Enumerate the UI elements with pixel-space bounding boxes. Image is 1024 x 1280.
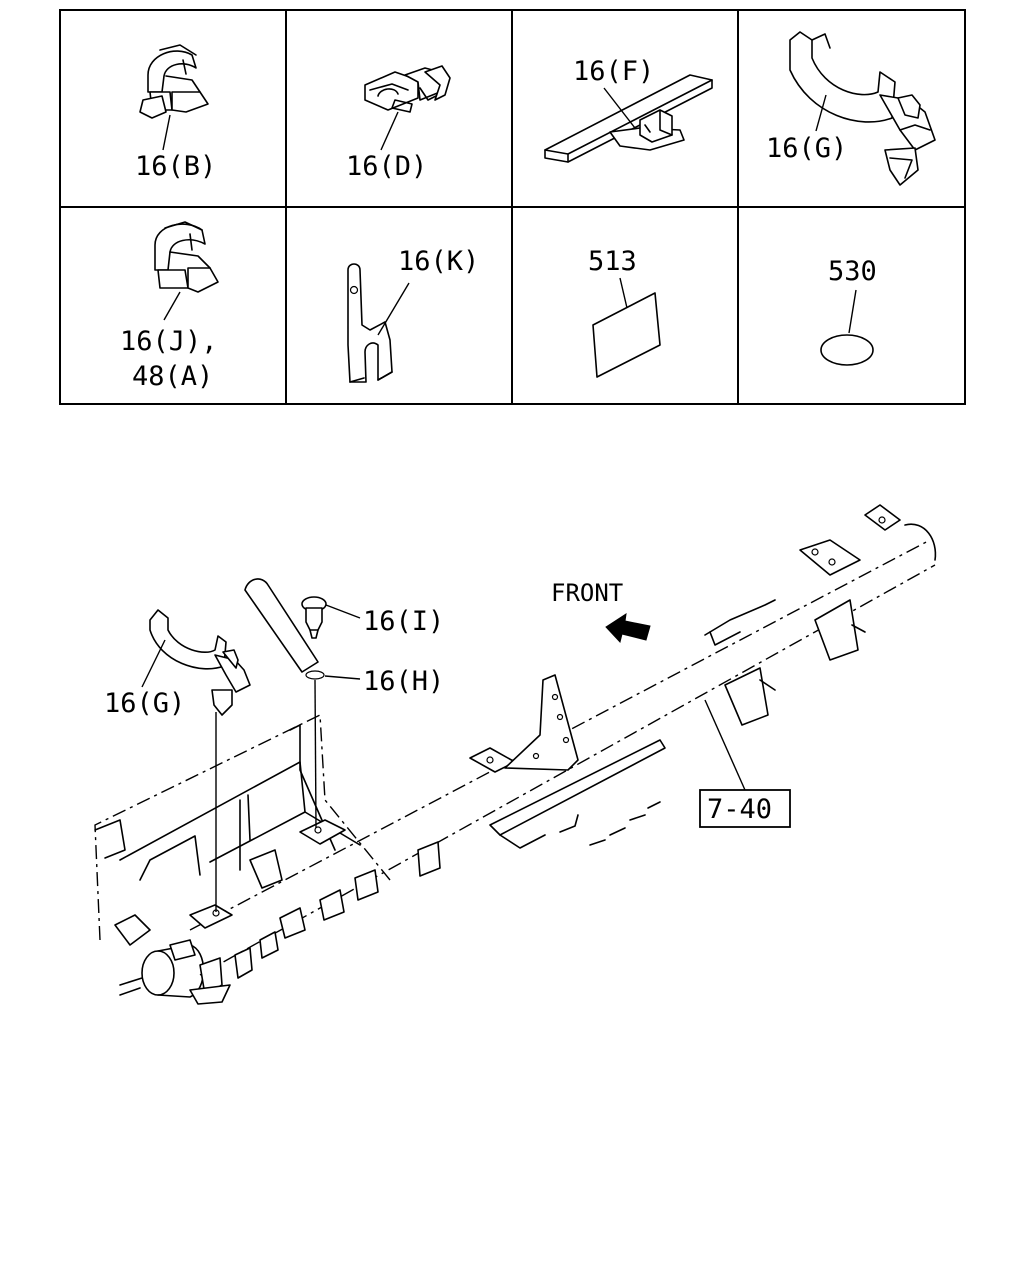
label-16k: 16(K)	[398, 246, 479, 277]
parts-grid	[59, 9, 966, 405]
label-48a: 48(A)	[132, 361, 213, 392]
label-16f: 16(F)	[573, 56, 654, 87]
reference-7-40[interactable]: 7-40	[699, 699, 791, 828]
front-label: FRONT	[551, 579, 623, 607]
label-16d: 16(D)	[346, 151, 427, 182]
label-530: 530	[828, 256, 877, 287]
part-16g-cell[interactable]: 16(G)	[766, 31, 936, 186]
part-16f-cell[interactable]: 16(F)	[544, 56, 713, 163]
part-16d-cell[interactable]: 16(D)	[346, 65, 451, 182]
part-513-cell[interactable]: 513	[588, 246, 661, 378]
clip-16j-illustration	[154, 221, 219, 293]
callout-16h[interactable]: 16(H)	[305, 666, 444, 829]
callout-16i[interactable]: 16(I)	[301, 596, 444, 639]
label-16b: 16(B)	[135, 151, 216, 182]
clip-16d-illustration	[364, 65, 451, 113]
label-16j: 16(J),	[120, 326, 218, 357]
label-16h: 16(H)	[363, 666, 444, 697]
front-indicator: FRONT	[551, 579, 651, 644]
clamp-16g-main-illustration	[149, 609, 251, 716]
label-16i: 16(I)	[363, 606, 444, 637]
steering-support-bracket	[504, 674, 579, 771]
front-arrow-icon	[605, 612, 651, 644]
clamp-16g-illustration	[789, 31, 936, 186]
pad-513-illustration	[592, 292, 661, 378]
clip-16i-illustration	[301, 596, 327, 639]
label-16g: 16(G)	[766, 133, 847, 164]
clip-16k-illustration	[347, 263, 393, 383]
callout-16g-main[interactable]: 16(G)	[104, 609, 251, 912]
harness-protector-strap	[244, 578, 319, 673]
reference-label: 7-40	[707, 794, 772, 825]
clip-16b-illustration	[139, 44, 209, 119]
part-530-cell[interactable]: 530	[820, 256, 877, 366]
oval-530-illustration	[820, 334, 874, 366]
part-16k-cell[interactable]: 16(K)	[347, 246, 479, 383]
cross-member-assembly	[94, 504, 937, 1005]
grommet-16h-illustration	[305, 670, 325, 680]
label-513: 513	[588, 246, 637, 277]
leader-16h-to-mount	[314, 679, 317, 829]
part-16j-48a-cell[interactable]: 16(J), 48(A)	[120, 221, 219, 392]
part-16b-cell[interactable]: 16(B)	[135, 44, 216, 182]
left-bracket-frame	[94, 713, 391, 941]
label-16g-main: 16(G)	[104, 688, 185, 719]
